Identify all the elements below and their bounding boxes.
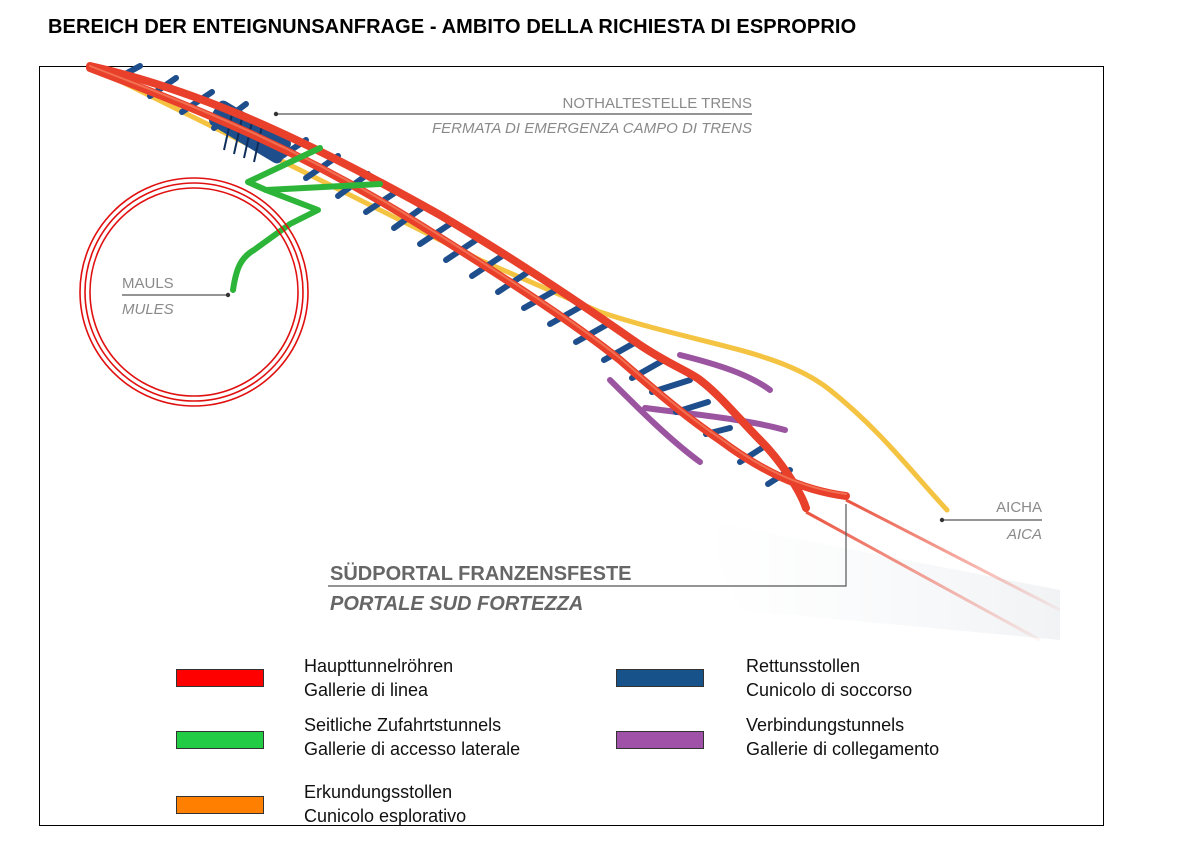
aicha-label-de: AICHA <box>996 499 1042 516</box>
main-tunnels <box>86 62 850 512</box>
legend-item-rescue: Rettunsstollen Cunicolo di soccorso <box>746 654 912 702</box>
legend-label-it: Gallerie di accesso laterale <box>304 739 521 759</box>
mauls-label-it: MULES <box>122 301 174 318</box>
legend-label-it: Cunicolo esplorativo <box>304 806 467 826</box>
legend-label-de: Verbindungstunnels <box>746 715 905 735</box>
connection-tunnel-1 <box>607 377 703 465</box>
legend-label-de: Rettunsstollen <box>746 656 861 676</box>
legend-item-exploratory: Erkundungsstollen Cunicolo esplorativo <box>304 780 466 828</box>
legend-swatch-main-tunnel <box>176 669 264 687</box>
legend-label-de: Erkundungsstollen <box>304 782 453 802</box>
tunnel-tails <box>805 498 1061 642</box>
callout-dots <box>225 111 945 523</box>
legend-label-de: Haupttunnelröhren <box>304 656 454 676</box>
access-tunnel <box>230 145 323 293</box>
legend-label-it: Gallerie di collegamento <box>746 739 940 759</box>
connection-tunnel-2 <box>677 352 773 393</box>
legend-label-it: Cunicolo di soccorso <box>746 680 913 700</box>
terrain-shading <box>700 520 1060 640</box>
expropriation-circle <box>79 177 309 407</box>
legend-item-access-tunnel: Seitliche Zufahrtstunnels Gallerie di ac… <box>304 713 520 761</box>
legend-swatch-exploratory <box>176 796 264 814</box>
mauls-label-de: MAULS <box>122 275 174 292</box>
page-title: BEREICH DER ENTEIGNUNSANFRAGE - AMBITO D… <box>48 16 857 38</box>
diagram-frame <box>39 66 1104 826</box>
legend-swatch-rescue <box>616 669 704 687</box>
portal-label-it: PORTALE SUD FORTEZZA <box>330 593 583 615</box>
aica-label-it: AICA <box>1006 526 1042 543</box>
main-tunnels-highlight <box>89 65 847 495</box>
access-tunnel-branch <box>263 181 383 193</box>
callout-lines <box>122 113 1042 587</box>
legend-item-connection: Verbindungstunnels Gallerie di collegame… <box>746 713 939 761</box>
exploratory-tunnel <box>87 63 950 513</box>
legend-swatch-connection <box>616 731 704 749</box>
legend-label-it: Gallerie di linea <box>304 680 429 700</box>
connection-tunnel-3 <box>642 405 788 433</box>
trens-label-it: FERMATA DI EMERGENZA CAMPO DI TRENS <box>432 120 752 137</box>
legend-swatch-access-tunnel <box>176 731 264 749</box>
trens-label-de: NOTHALTESTELLE TRENS <box>563 95 753 112</box>
legend-item-main-tunnel: Haupttunnelröhren Gallerie di linea <box>304 654 453 702</box>
portal-label-de: SÜDPORTAL FRANZENSFESTE <box>330 562 632 585</box>
legend-label-de: Seitliche Zufahrtstunnels <box>304 715 502 735</box>
